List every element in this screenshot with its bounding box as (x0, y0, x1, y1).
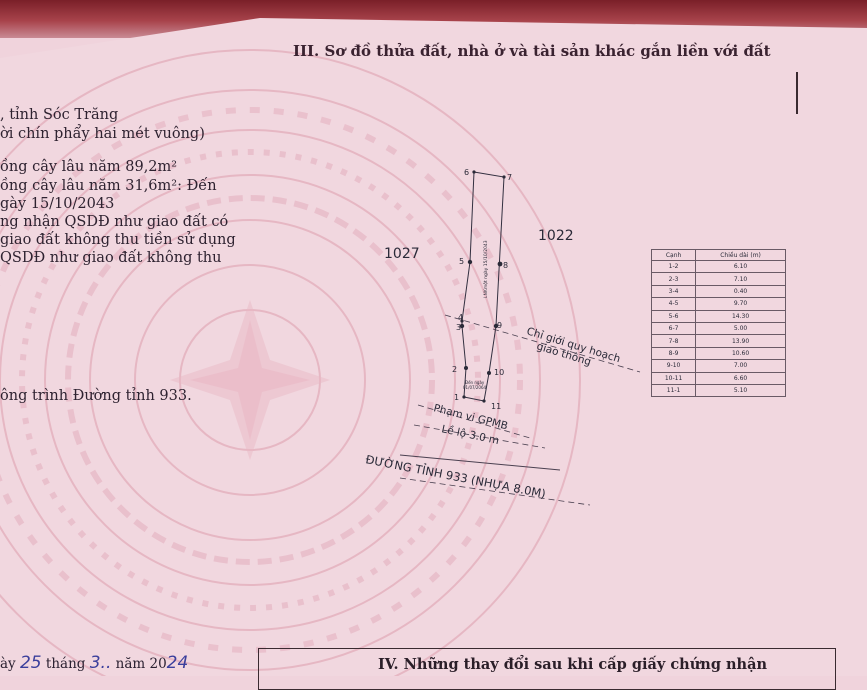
edge-cell: 6-7 (650, 321, 697, 336)
edge-cell: 2-3 (650, 272, 697, 286)
point-label: 2 (452, 365, 457, 374)
length-cell: 5.00 (695, 321, 786, 336)
left-text-line: gày 15/10/2043 (0, 196, 115, 212)
length-cell: 6.60 (695, 371, 786, 385)
strip-label: LNKmột ngày 15/10/2043 (482, 240, 489, 298)
boundary-point (472, 170, 476, 174)
boundary-point (502, 175, 506, 179)
left-text-line: , tỉnh Sóc Trăng (0, 107, 119, 123)
length-cell: 7.10 (695, 272, 786, 286)
parcel-number-left: 1027 (384, 246, 420, 262)
boundary-point (493, 323, 499, 329)
signing-date: ày 25 tháng 3.. năm 2024 (0, 653, 188, 673)
margin-mark (796, 72, 798, 114)
length-cell: 9.70 (695, 297, 786, 311)
year-handwritten: 24 (166, 653, 189, 673)
point-label: 11 (491, 402, 501, 411)
left-text-line: giao đất không thu tiền sử dụng (0, 232, 236, 248)
point-label: 3 (456, 323, 461, 332)
road-label: ĐƯỜNG TỈNH 933 (NHỰA 8.0M) (364, 450, 547, 501)
length-cell: 14.30 (695, 309, 786, 323)
day-handwritten: 25 (19, 653, 42, 673)
year-label: năm 20 (115, 656, 167, 672)
point-label: 7 (507, 173, 512, 182)
edge-cell: 3-4 (650, 284, 697, 299)
sidewalk-line (413, 424, 546, 449)
point-label: 4 (458, 313, 463, 322)
edge-cell: 8-9 (650, 346, 697, 361)
date-label: Đến ngày (465, 380, 485, 385)
table-header: Cạnh (650, 249, 697, 261)
length-cell: 13.90 (695, 334, 786, 348)
left-text-line: ồng cây lâu năm 89,2m² (0, 159, 178, 175)
table-header: Chiều dài (m) (695, 249, 786, 261)
point-label: 8 (503, 261, 508, 270)
left-text-line: ng nhận QSDĐ như giao đất có (0, 214, 229, 230)
boundary-point (467, 259, 473, 265)
edge-cell: 4-5 (650, 297, 697, 311)
edge-cell: 10-11 (650, 371, 697, 385)
parcel-number-right: 1022 (538, 228, 574, 244)
point-label: 5 (459, 257, 464, 266)
left-text-line: QSDĐ như giao đất không thu (0, 250, 222, 266)
edge-cell: 11-1 (650, 383, 697, 398)
boundary-point (497, 261, 503, 267)
length-cell: 6.10 (695, 259, 786, 274)
day-label: ày (0, 656, 16, 672)
edge-cell: 5-6 (650, 309, 697, 323)
boundary-point (460, 319, 464, 323)
point-label: 9 (497, 321, 502, 330)
point-label: 10 (494, 368, 504, 377)
boundary-point (464, 366, 468, 370)
edge-cell: 7-8 (650, 334, 697, 348)
edge-cell: 9-10 (650, 359, 697, 373)
bronze-drum-watermark (0, 49, 581, 676)
edge-cell: 1-2 (650, 259, 697, 274)
planning-boundary-line (444, 314, 641, 373)
month-label: tháng (45, 656, 86, 672)
boundary-point (462, 395, 466, 399)
month-handwritten: 3.. (89, 653, 112, 673)
length-cell: 0.40 (695, 284, 786, 299)
changes-section-title: IV. Những thay đổi sau khi cấp giấy chứn… (378, 656, 768, 673)
point-label: 6 (464, 168, 469, 177)
boundary-point (482, 399, 486, 403)
left-text-line: ông trình Đường tỉnh 933. (0, 388, 192, 404)
date-label: 01/07/2064 (463, 385, 487, 390)
length-cell: 10.60 (695, 346, 786, 361)
length-cell: 5.10 (695, 383, 786, 398)
road-line (399, 477, 591, 506)
parcel-boundary (461, 171, 505, 402)
boundary-point (487, 371, 491, 375)
point-label: 1 (454, 393, 459, 402)
left-text-line: ời chín phẩy hai mét vuông) (0, 126, 205, 142)
length-cell: 7.00 (695, 359, 786, 373)
section-title: III. Sơ đồ thửa đất, nhà ở và tài sản kh… (293, 42, 771, 60)
road-edge (399, 454, 561, 471)
boundary-point (459, 323, 465, 329)
parcel-map: 1027 1022 LNKmột ngày 15/10/2043 6 7 5 8… (364, 168, 641, 506)
left-text-line: ồng cây lâu năm 31,6m²: Đến (0, 178, 217, 194)
